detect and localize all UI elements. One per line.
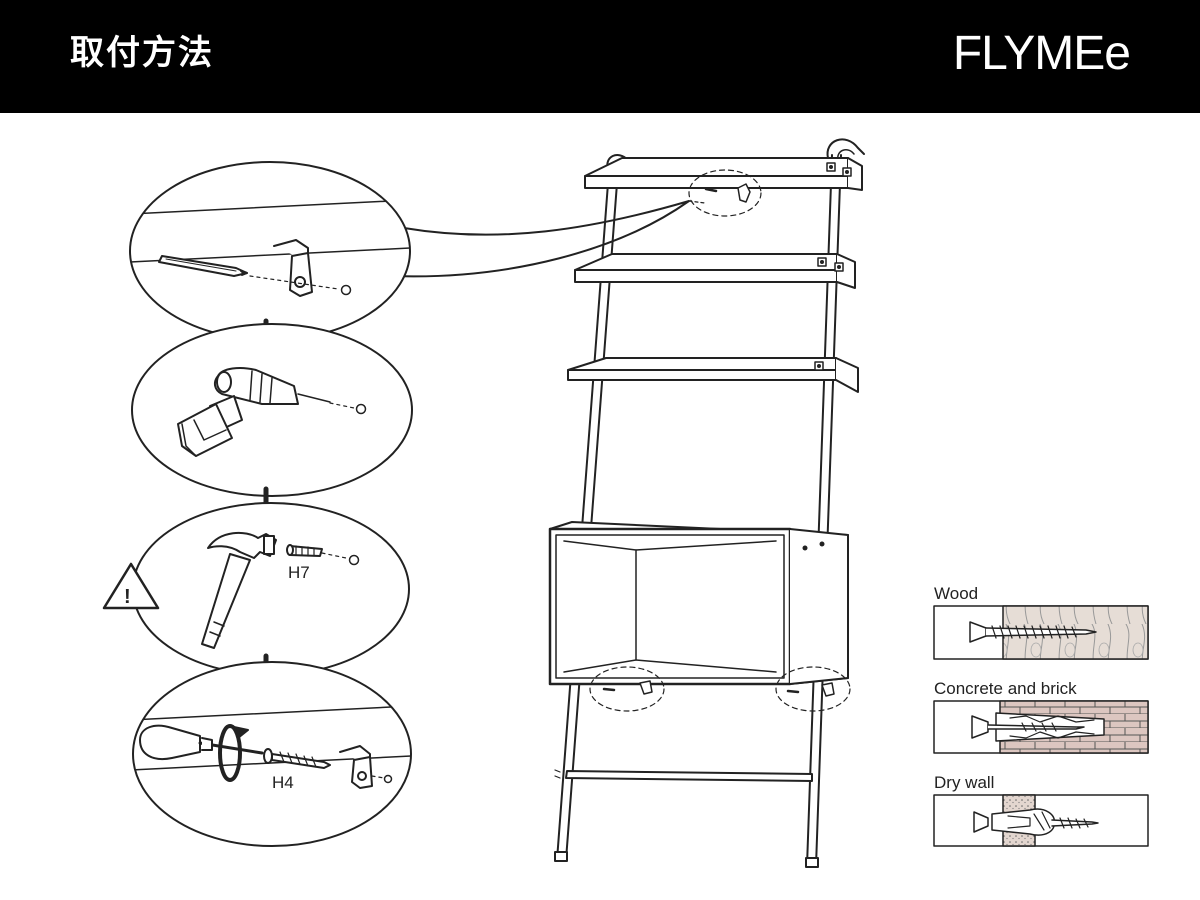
step-3-hammer-anchor-bubble: H7: [132, 502, 410, 676]
concrete-brick-wall-label: Concrete and brick: [934, 679, 1077, 698]
shelf-lower-middle: [567, 357, 859, 393]
wall-type-legend: Wood Concrete and brick: [933, 584, 1149, 847]
drywall-panel: [933, 794, 1149, 847]
shelf-upper-middle: [574, 253, 856, 289]
installation-diagram: H7 !: [102, 138, 1149, 868]
brand-logo: FLYMEe: [952, 27, 1131, 80]
anchor-part-label: H7: [288, 563, 310, 582]
wood-wall-label: Wood: [934, 584, 978, 603]
drywall-label: Dry wall: [934, 773, 994, 792]
drywall-anchor-icon: [973, 808, 1099, 836]
wood-wall-panel: [933, 605, 1149, 660]
storage-cabinet: [548, 521, 851, 712]
warning-icon-glyph: !: [124, 586, 131, 608]
step-2-drill-hole-bubble: [131, 323, 413, 497]
screw-part-label: H4: [272, 773, 294, 792]
power-drill-icon: [177, 367, 331, 457]
screw-icon: [263, 748, 331, 769]
step-1-mark-position-bubble: [129, 161, 706, 341]
pencil-icon: [158, 255, 248, 277]
header-bar: 取付方法 FLYMEe: [0, 0, 1200, 113]
concrete-brick-wall-panel: [933, 700, 1149, 754]
ladder-shelf-illustration: [548, 138, 865, 868]
hammer-icon: [201, 531, 277, 649]
rotate-arrow-icon: [218, 724, 249, 782]
warning-icon: !: [102, 562, 160, 610]
wall-bracket-icon: [273, 239, 313, 297]
page-title: 取付方法: [70, 33, 214, 73]
shelf-top: [584, 157, 863, 217]
screwdriver-icon: [139, 724, 264, 760]
anchor-screw-icon: [971, 712, 1105, 742]
step-4-screw-bracket-bubble: H4: [132, 661, 412, 847]
wood-screw-icon: [969, 621, 1097, 643]
bracket-icon: [339, 745, 373, 789]
wall-anchor-plug-icon: [286, 544, 323, 557]
